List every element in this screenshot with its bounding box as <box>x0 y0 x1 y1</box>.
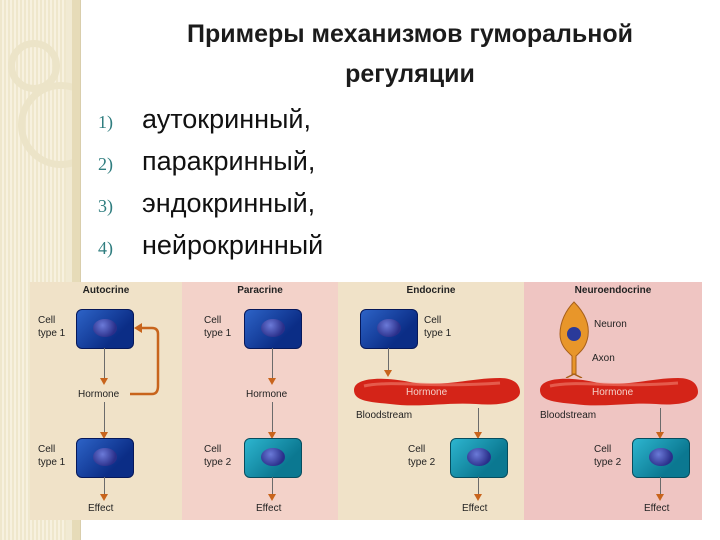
arrow-head <box>656 432 664 439</box>
nucleus <box>261 448 285 466</box>
nucleus <box>649 448 673 466</box>
title-line-2: регуляции <box>345 60 475 88</box>
hormone-label: Hormone <box>246 389 288 400</box>
cell-type-1 <box>76 309 134 349</box>
cell-type-2 <box>632 438 690 478</box>
list-number: 4) <box>98 238 113 258</box>
effect-label: Effect <box>462 503 488 514</box>
list-item: 2) паракринный, <box>98 146 323 188</box>
decorative-ring <box>18 82 80 168</box>
slide-title: Примеры механизмов гуморальной регуляции <box>120 14 700 94</box>
list-item: 3) эндокринный, <box>98 188 323 230</box>
list-item: 4) нейрокринный <box>98 230 323 272</box>
hormone-label: Hormone <box>592 387 634 398</box>
nucleus <box>467 448 491 466</box>
arrow-line <box>660 477 661 497</box>
arrow-line <box>478 408 479 434</box>
arrow-line <box>272 348 273 379</box>
hormone-label: Hormone <box>406 387 448 398</box>
bloodstream-label: Bloodstream <box>540 410 597 421</box>
effect-label: Effect <box>88 503 114 514</box>
arrow-line <box>272 477 273 497</box>
arrow-head <box>384 370 392 377</box>
arrow-head <box>268 432 276 439</box>
bloodstream-vessel <box>540 378 698 406</box>
arrow-head <box>268 494 276 501</box>
arrow-line <box>660 408 661 434</box>
decorative-bar <box>72 0 80 540</box>
list-text: нейрокринный <box>142 230 324 260</box>
list-text: аутокринный, <box>142 104 312 134</box>
list-text: паракринный, <box>142 146 316 176</box>
panel-neuroendocrine: Neuroendocrine Neuron Axon Hormone Blood… <box>524 282 702 520</box>
list-item: 1) аутокринный, <box>98 104 323 146</box>
nucleus <box>377 319 401 337</box>
list-number: 1) <box>98 112 113 132</box>
mechanism-list: 1) аутокринный, 2) паракринный, 3) эндокрин… <box>98 104 323 272</box>
panel-title: Endocrine <box>406 285 456 296</box>
axon-label: Axon <box>592 353 615 364</box>
list-number: 2) <box>98 154 113 174</box>
cell-type-1 <box>244 309 302 349</box>
arrow-head <box>474 494 482 501</box>
effect-label: Effect <box>256 503 282 514</box>
arrow-head <box>656 494 664 501</box>
list-number: 3) <box>98 196 113 216</box>
hormone-label: Hormone <box>78 389 120 400</box>
arrow-head <box>100 378 108 385</box>
neuron-shape <box>559 301 589 378</box>
effect-label: Effect <box>644 503 670 514</box>
cell-type-1 <box>76 438 134 478</box>
feedback-arrow <box>130 323 160 396</box>
neuron-label: Neuron <box>594 319 627 330</box>
cell-type-2 <box>244 438 302 478</box>
nucleus <box>93 319 117 337</box>
arrow-head <box>268 378 276 385</box>
title-line-1: Примеры механизмов гуморальной <box>186 20 634 48</box>
nucleus <box>93 448 117 466</box>
cell-type-1 <box>360 309 418 349</box>
panel-title: Paracrine <box>237 285 283 296</box>
arrow-line <box>104 477 105 497</box>
bloodstream-label: Bloodstream <box>356 410 413 421</box>
panel-title: Neuroendocrine <box>574 285 652 296</box>
arrow-line <box>478 477 479 497</box>
arrow-line <box>104 348 105 379</box>
decorative-ring <box>8 40 60 92</box>
arrow-head <box>100 494 108 501</box>
arrow-head <box>100 432 108 439</box>
arrow-line <box>104 402 105 434</box>
arrow-line <box>388 348 389 372</box>
arrow-line <box>272 402 273 434</box>
list-text: эндокринный, <box>142 188 316 218</box>
cell-type-2 <box>450 438 508 478</box>
panel-title: Autocrine <box>82 285 130 296</box>
nucleus <box>261 319 285 337</box>
arrow-head <box>474 432 482 439</box>
bloodstream-vessel <box>354 378 520 406</box>
